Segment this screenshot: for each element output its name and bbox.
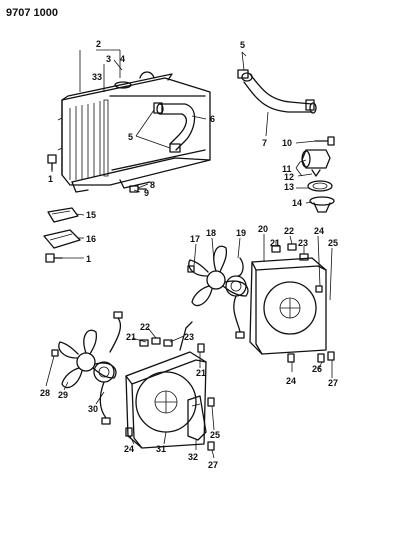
callout-13: 13	[284, 182, 294, 192]
upper-radiator-hose	[241, 72, 317, 114]
bolt-lower-left	[45, 253, 63, 263]
callout-28: 28	[40, 388, 50, 398]
callout-11: 11	[282, 164, 292, 174]
callout-22-left: 22	[140, 322, 150, 332]
callout-21-left-top: 21	[126, 332, 136, 342]
callout-2: 2	[96, 39, 101, 49]
thermostat	[309, 196, 335, 213]
left-shroud-bracket	[187, 395, 207, 441]
leader-lines	[45, 49, 333, 459]
callout-33: 33	[92, 72, 102, 82]
bracket-15	[47, 207, 79, 223]
callout-3: 3	[106, 54, 111, 64]
callout-24-right-bottom: 24	[286, 376, 296, 386]
right-fan-shroud	[249, 257, 327, 355]
callout-32: 32	[188, 452, 198, 462]
callout-27-right: 27	[328, 378, 338, 388]
drain-cock	[129, 185, 147, 193]
callout-16: 16	[86, 234, 96, 244]
callout-9: 9	[144, 188, 149, 198]
callout-5-lower: 5	[128, 132, 133, 142]
bracket-16	[43, 229, 81, 249]
callout-15: 15	[86, 210, 96, 220]
right-fan-wiring	[233, 295, 245, 339]
right-shroud-bolts	[187, 265, 335, 363]
lower-radiator-hose	[156, 103, 196, 151]
sensor-plug	[311, 169, 321, 177]
callout-18: 18	[206, 228, 216, 238]
callout-21-right: 21	[270, 238, 280, 248]
hose-clamp-upper-a	[237, 69, 249, 79]
callout-30: 30	[88, 404, 98, 414]
callout-8: 8	[150, 180, 155, 190]
callout-26: 26	[312, 364, 322, 374]
callout-12: 12	[284, 172, 294, 182]
callout-14: 14	[292, 198, 302, 208]
callout-24-left: 24	[124, 444, 134, 454]
document-number: 9707 1000	[6, 7, 58, 19]
callout-29: 29	[58, 390, 68, 400]
water-outlet-fitting	[301, 149, 331, 169]
callout-19: 19	[236, 228, 246, 238]
hose-clamp-upper-b	[305, 99, 315, 111]
callout-27-left: 27	[208, 460, 218, 470]
callout-5-upper: 5	[240, 40, 245, 50]
left-shroud-bolts	[51, 343, 215, 451]
callout-labels: 2 3 4 33 5 5 6 7 8 9 1 15 16 1 10 11 12 …	[40, 39, 338, 470]
callout-24-right-top: 24	[314, 226, 324, 236]
callout-25-left: 25	[210, 430, 220, 440]
left-fan-blade	[58, 329, 117, 389]
callout-23-left: 23	[184, 332, 194, 342]
callout-1-upper: 1	[48, 174, 53, 184]
callout-6: 6	[210, 114, 215, 124]
callout-20: 20	[258, 224, 268, 234]
callout-17: 17	[190, 234, 200, 244]
hose-clamp-lower-a	[153, 102, 163, 114]
callout-10: 10	[282, 138, 292, 148]
callout-25-right: 25	[328, 238, 338, 248]
housing-bolt	[314, 136, 335, 146]
radiator	[57, 71, 211, 193]
callout-7: 7	[262, 138, 267, 148]
callout-1-lower: 1	[86, 254, 91, 264]
callout-22-right: 22	[284, 226, 294, 236]
callout-23-right: 23	[298, 238, 308, 248]
callout-31: 31	[156, 444, 166, 454]
callout-21-left-bottom: 21	[196, 368, 206, 378]
left-fan-wiring	[99, 381, 111, 425]
thermostat-gasket	[307, 180, 333, 192]
callout-4: 4	[120, 54, 125, 64]
